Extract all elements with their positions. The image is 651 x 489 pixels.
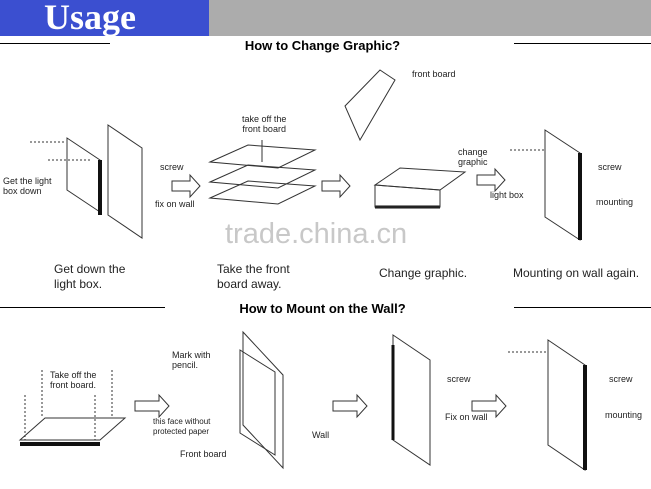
arrow-icon (171, 173, 201, 199)
label: Front board (180, 449, 227, 459)
mount-drawing (508, 339, 587, 471)
banner-grey (209, 0, 651, 36)
label: take off the front board (242, 114, 287, 134)
fix-drawing (391, 334, 431, 466)
divider (514, 307, 651, 308)
arrow-icon (321, 173, 351, 199)
label: fix on wall (155, 199, 195, 209)
section-title-change-graphic: How to Change Graphic? (244, 38, 401, 53)
panels-drawing (208, 140, 317, 205)
arrow-icon (134, 393, 170, 419)
step-caption: Get down the light box. (54, 262, 126, 291)
label: Get the light box down (3, 176, 52, 196)
divider (0, 307, 165, 308)
section-title-mount-wall: How to Mount on the Wall? (239, 301, 406, 316)
graphic-drawing (344, 69, 467, 209)
light-box-drawing (30, 124, 143, 239)
label: screw (609, 374, 633, 384)
label: Take off the front board. (50, 370, 97, 390)
label: change graphic (458, 147, 488, 167)
board-drawing (18, 370, 127, 446)
label: screw (160, 162, 184, 172)
label: mounting (596, 197, 634, 207)
page-title: Usage (44, 0, 136, 37)
label: front board (412, 69, 456, 79)
label: screw (447, 374, 471, 384)
step-caption: Mounting on wall again. (513, 266, 640, 280)
label: light box (490, 190, 524, 200)
label: Mark with pencil. (172, 350, 211, 370)
label: Fix on wall (445, 412, 488, 422)
mounted-drawing (510, 129, 582, 241)
divider (514, 43, 651, 44)
arrow-icon (476, 167, 506, 193)
watermark: trade.china.cn (225, 218, 408, 250)
label: screw (598, 162, 622, 172)
label: mounting (605, 410, 643, 420)
label: Wall (312, 430, 330, 440)
arrow-icon (471, 393, 507, 419)
label: this face without protected paper (153, 417, 211, 436)
step-caption: Take the front board away. (217, 262, 290, 291)
banner-blue (0, 0, 209, 36)
step-caption: Change graphic. (379, 266, 468, 280)
divider (0, 43, 110, 44)
arrow-icon (332, 393, 368, 419)
wall-drawing (239, 330, 284, 470)
